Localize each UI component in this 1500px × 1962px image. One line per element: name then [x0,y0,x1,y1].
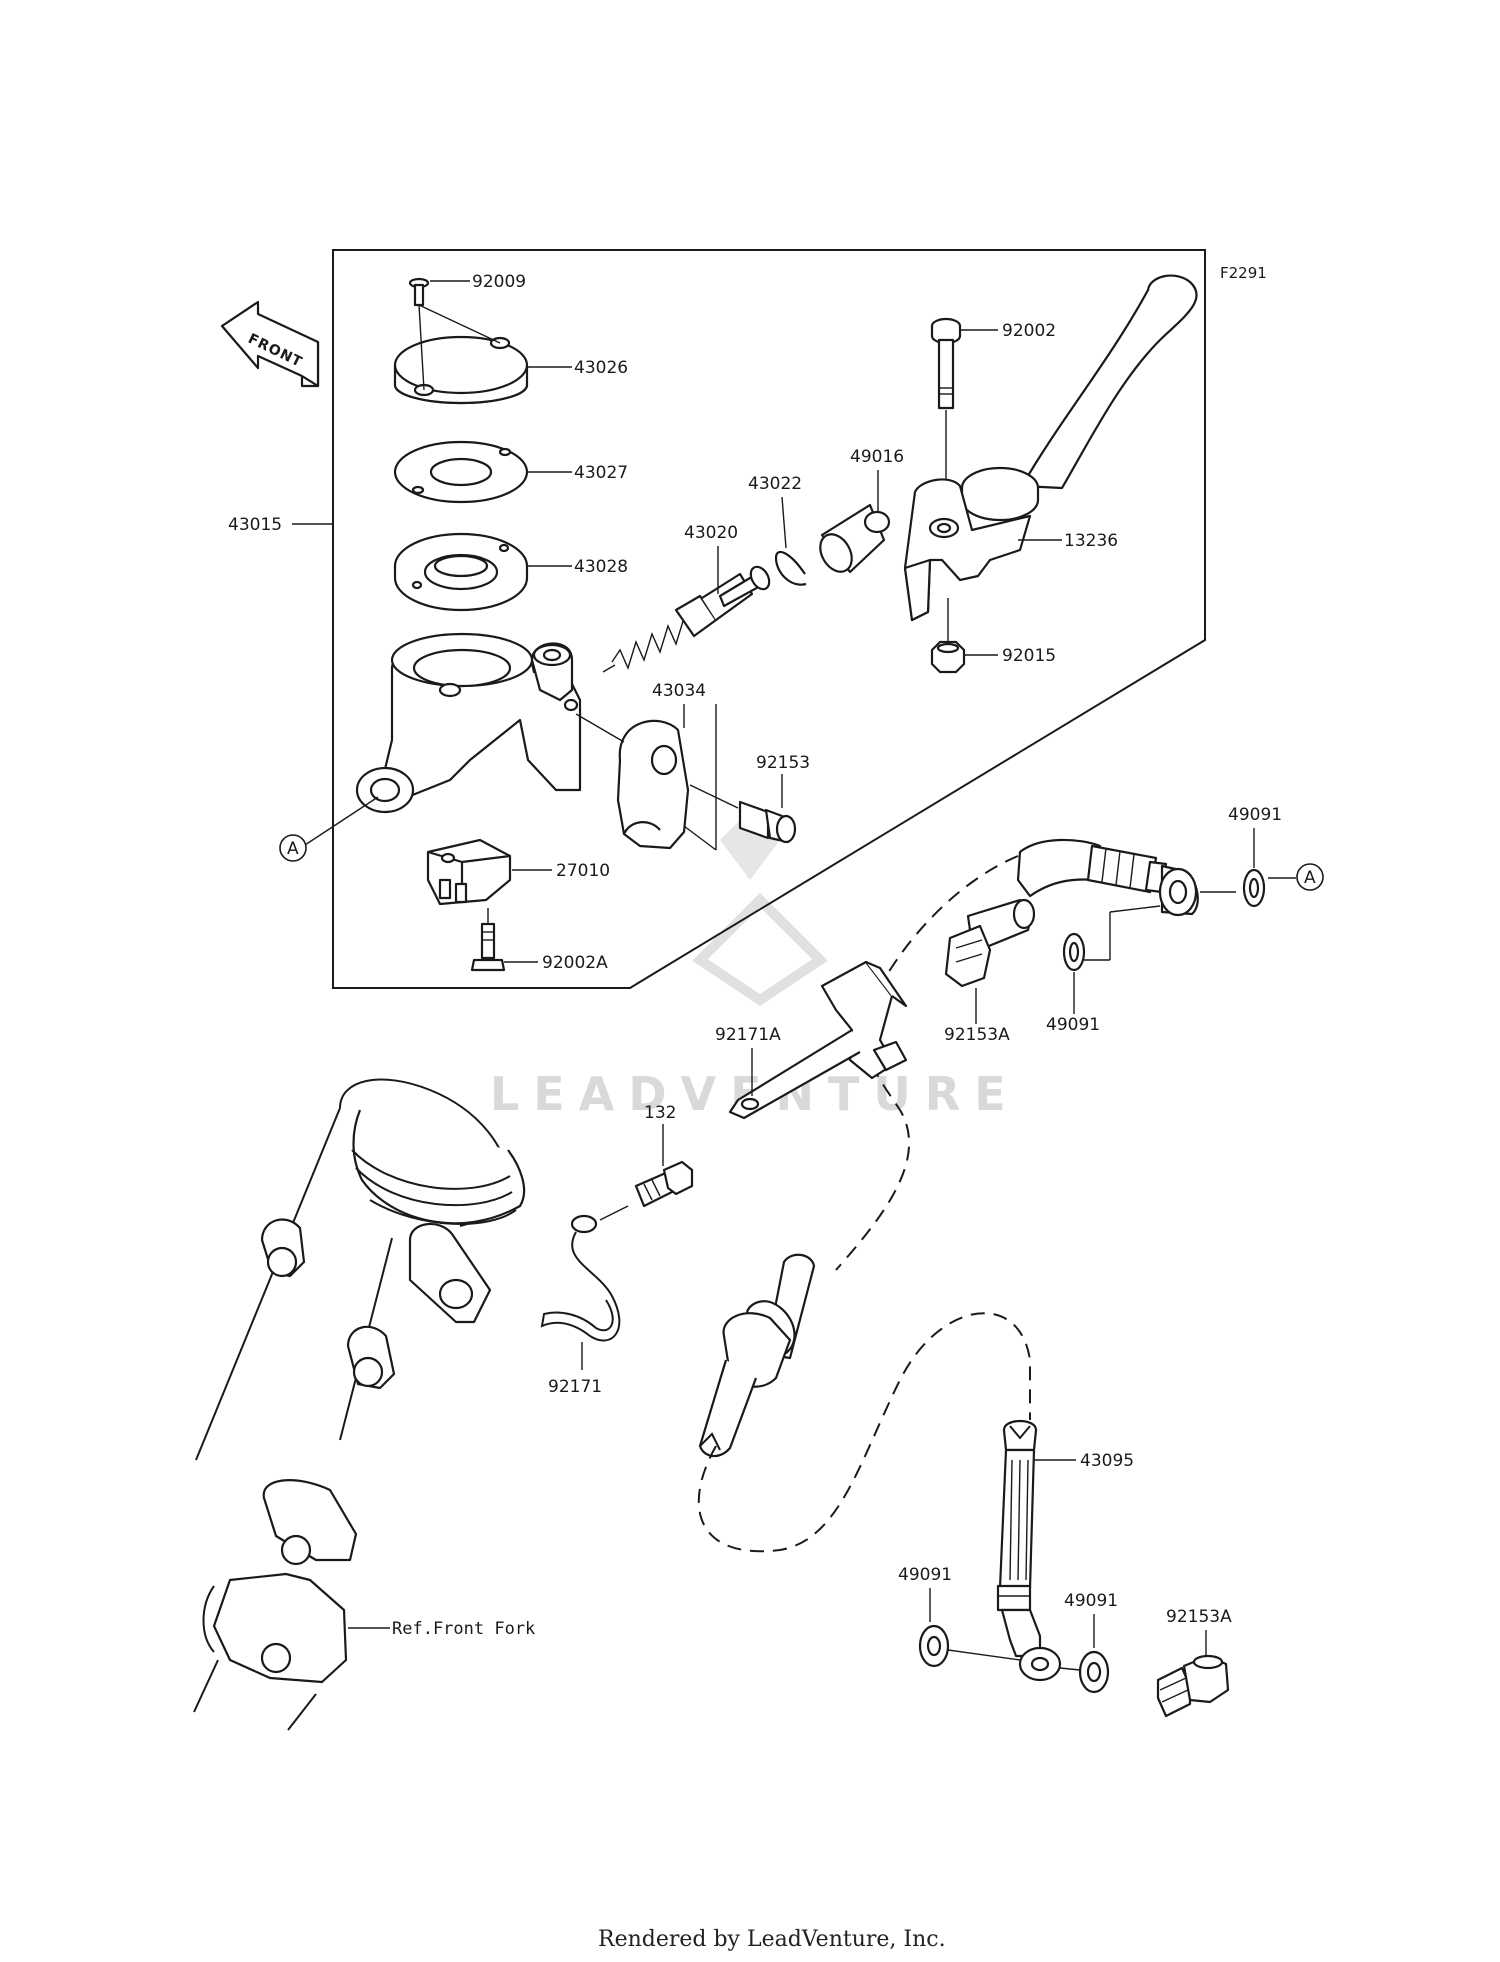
label-132: 132 [644,1103,676,1123]
label-43034: 43034 [652,681,706,701]
label-43026: 43026 [574,358,628,378]
handlebar-clamp-43034 [616,719,690,850]
screw-92009 [408,277,430,307]
nut-92015 [930,598,966,674]
pivot-bolt-92002 [930,317,962,520]
circlip-43022 [774,550,807,586]
banjo-bolt-92153a-bottom [1156,1654,1230,1718]
hose-bracket-92171a [728,960,908,1120]
label-49091-mid: 49091 [1046,1015,1100,1035]
label-92171a: 92171A [715,1025,781,1045]
label-43027: 43027 [574,463,628,483]
label-13236: 13236 [1064,531,1118,551]
label-92009: 92009 [472,272,526,292]
callout-a-right-letter: A [1304,868,1316,888]
label-27010: 27010 [556,861,610,881]
label-49016: 49016 [850,447,904,467]
front-arrow-icon: FRONT [220,300,320,388]
banjo-bolt-92153a-top [944,898,1036,988]
washer-49091-bottom-left [918,1624,950,1668]
brake-hose-mid-grommet [698,1253,816,1458]
label-43015: 43015 [228,515,282,535]
screw-92002a [470,908,506,972]
washer-49091-bottom-right [1078,1650,1110,1694]
brake-hose-43095 [996,1419,1062,1682]
callout-a-right [1296,863,1324,891]
washer-49091-mid [1062,932,1086,972]
label-92002a: 92002A [542,953,608,973]
figure-code: F2291 [1220,264,1267,282]
assembly-boundary [332,249,1206,989]
label-43020: 43020 [684,523,738,543]
dust-boot-49016 [819,503,891,574]
label-92002: 92002 [1002,321,1056,341]
label-49091-top: 49091 [1228,805,1282,825]
hose-clip-92171 [540,1214,621,1342]
label-43022: 43022 [748,474,802,494]
brake-hose-upper [1016,838,1199,917]
label-49091-bottom-right: 49091 [1064,1591,1118,1611]
label-ref-front-fork: Ref.Front Fork [392,1619,535,1639]
label-43095: 43095 [1080,1451,1134,1471]
label-43028: 43028 [574,557,628,577]
bolt-92153 [738,800,797,844]
washer-49091-top [1242,868,1266,908]
callout-a-left [279,834,307,862]
reservoir-cap-43026 [393,304,529,405]
diaphragm-plate-43027 [393,440,529,504]
label-92171: 92171 [548,1377,602,1397]
label-92153a-top: 92153A [944,1025,1010,1045]
master-cylinder-body [355,632,582,814]
hose-path-upper [835,855,1019,1271]
diaphragm-43028 [393,532,529,612]
callout-a-left-letter: A [287,839,299,859]
brake-switch-27010 [426,838,512,906]
label-92153: 92153 [756,753,810,773]
label-49091-bottom-left: 49091 [898,1565,952,1585]
label-92153a-bottom: 92153A [1166,1607,1232,1627]
bolt-132 [634,1160,694,1208]
brake-lever-13236 [903,274,1198,622]
label-92015: 92015 [1002,646,1056,666]
footer-credit: Rendered by LeadVenture, Inc. [598,1927,946,1952]
piston-spring-43020 [611,565,771,670]
front-fork-reference [193,1078,526,1731]
